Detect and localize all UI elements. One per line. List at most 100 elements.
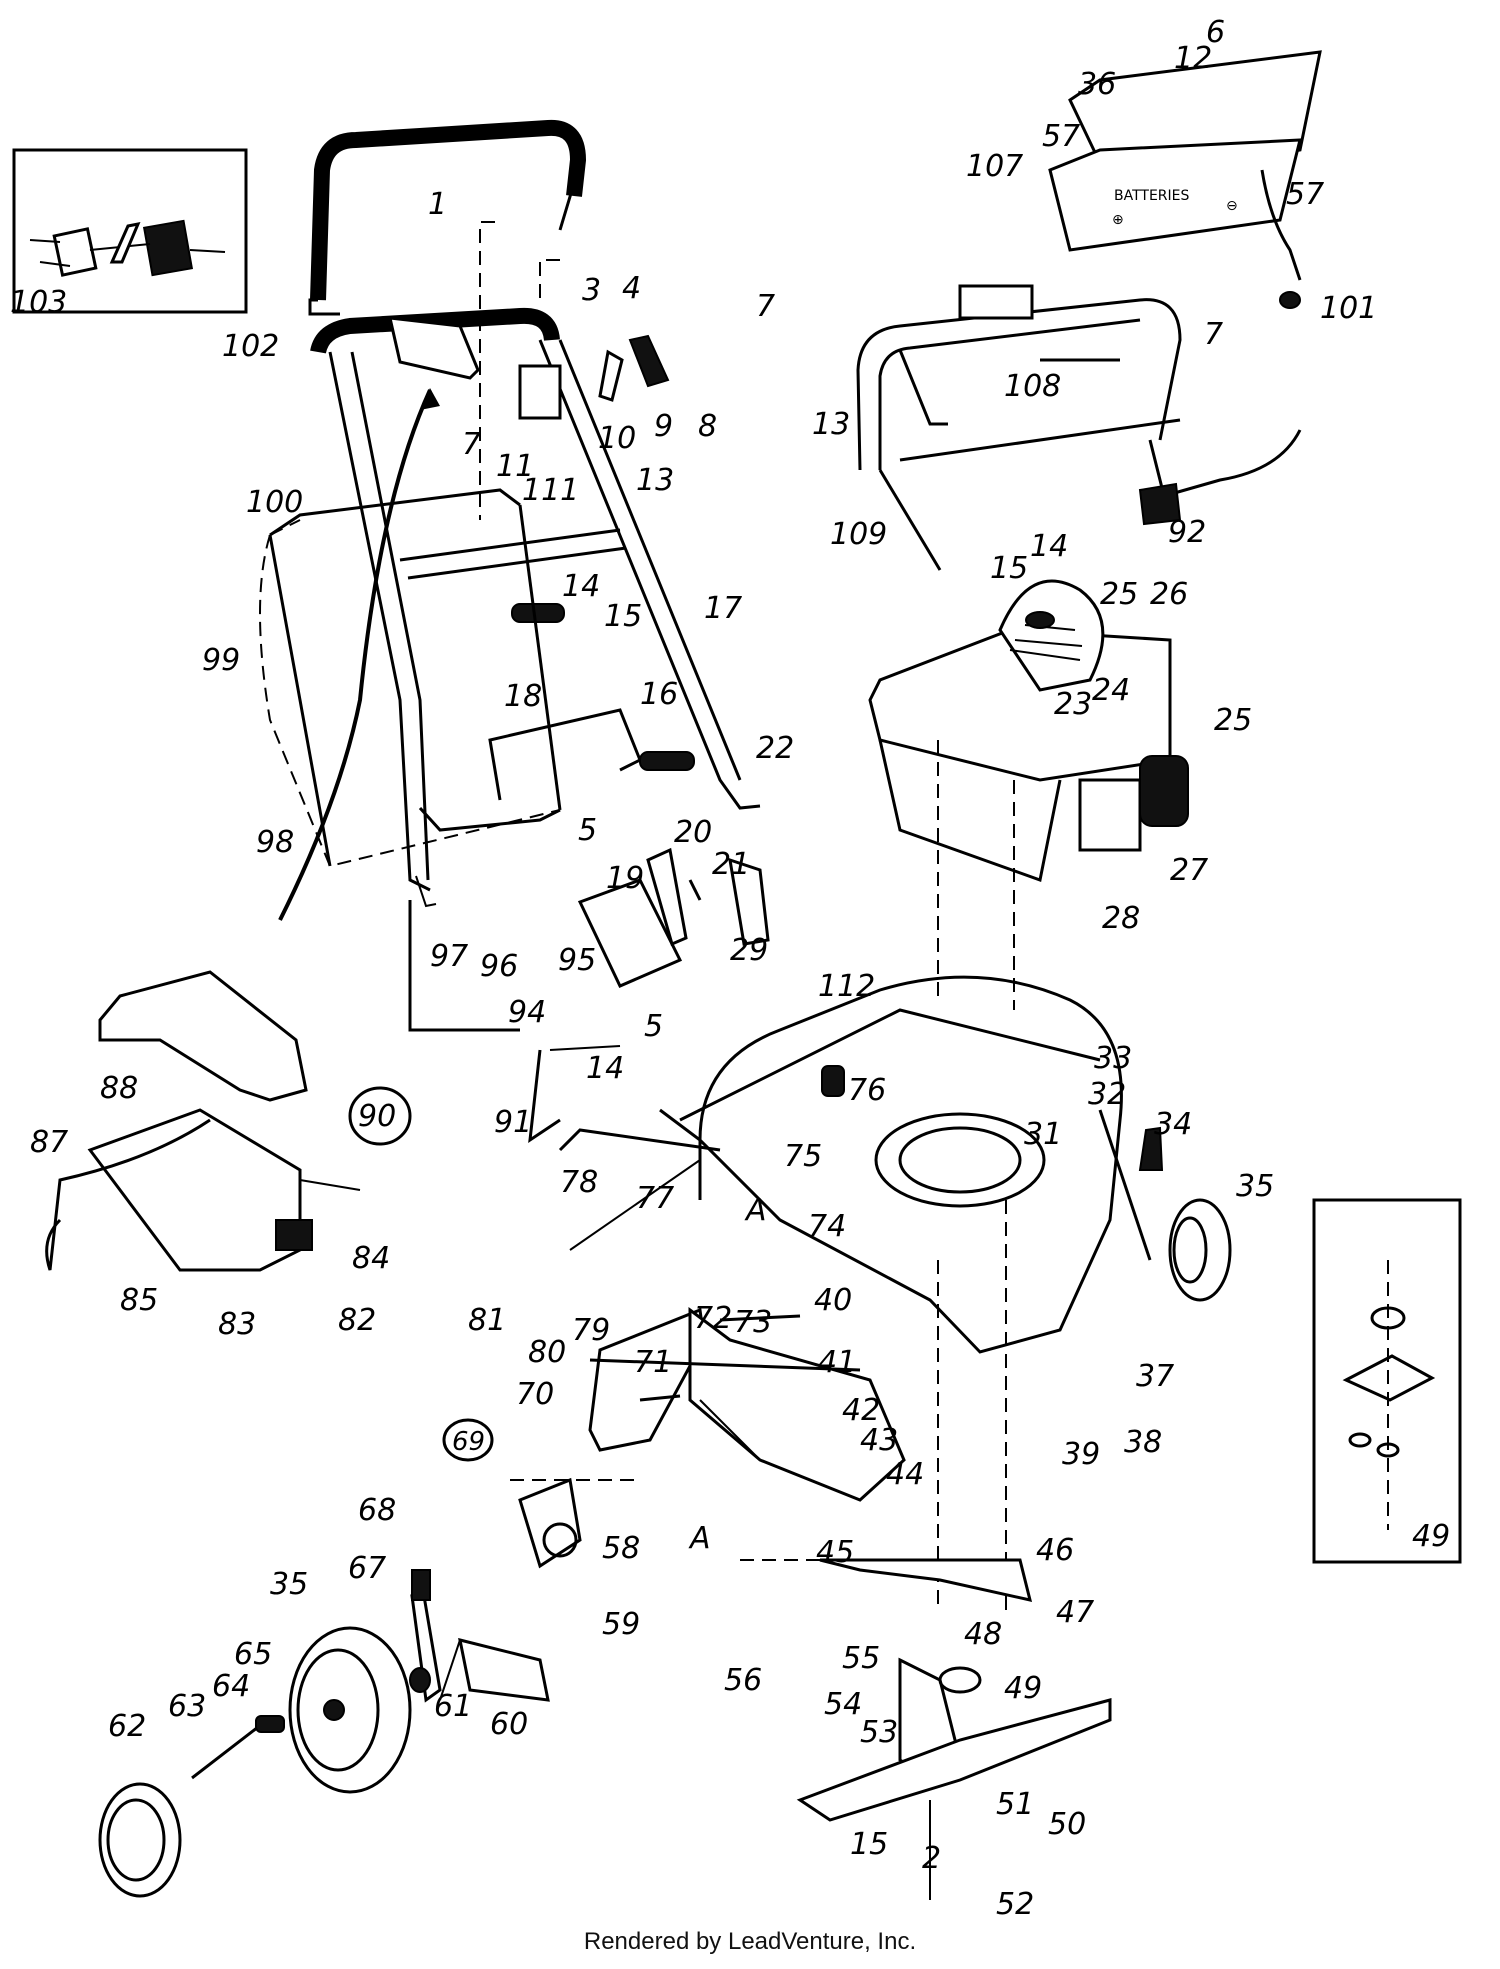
reference-a-1: A	[744, 1193, 767, 1228]
callout-111: 111	[522, 473, 579, 508]
callout-112: 112	[818, 969, 875, 1004]
callout-1: 1	[428, 187, 447, 222]
wheel-right	[1138, 1126, 1232, 1302]
assembly-lines	[510, 1049, 861, 1561]
callout-80: 80	[528, 1335, 566, 1370]
reference-a-2: A	[688, 1521, 711, 1556]
callout-labels: 1 2 3 4 5 5 6 7 7 7 8 9 10 11 12 13 13 1…	[10, 15, 1450, 1922]
height-adjuster	[410, 1477, 582, 1703]
callout-15a: 15	[604, 599, 642, 634]
callout-2: 2	[922, 1841, 941, 1876]
callout-33: 33	[1094, 1041, 1132, 1076]
callout-25a: 25	[1100, 577, 1138, 612]
mower-deck	[659, 740, 1152, 1610]
callout-34: 34	[1154, 1107, 1192, 1142]
callout-20: 20	[674, 815, 712, 850]
callout-102: 102	[222, 329, 279, 364]
callout-79: 79	[572, 1313, 610, 1348]
callout-5b: 5	[644, 1009, 663, 1044]
callout-56: 56	[724, 1663, 762, 1698]
callout-25b: 25	[1214, 703, 1252, 738]
callout-41: 41	[818, 1345, 856, 1380]
callout-87: 87	[30, 1125, 68, 1160]
battery-label: BATTERIES	[1114, 188, 1190, 204]
callout-37: 37	[1136, 1359, 1174, 1394]
callout-78: 78	[560, 1165, 598, 1200]
callout-61: 61	[434, 1689, 472, 1724]
callout-69-circle	[442, 1418, 494, 1462]
callout-17: 17	[704, 591, 742, 626]
callout-68: 68	[358, 1493, 396, 1528]
callout-48: 48	[964, 1617, 1002, 1652]
callout-69: 69	[452, 1427, 485, 1457]
callout-31: 31	[1024, 1117, 1062, 1152]
callout-10: 10	[598, 421, 636, 456]
battery-minus-symbol: ⊖	[1226, 198, 1238, 214]
callout-50: 50	[1048, 1807, 1086, 1842]
blade-assembly	[688, 1307, 1112, 1900]
callout-70: 70	[516, 1377, 554, 1412]
callout-57b: 57	[1286, 177, 1324, 212]
callout-27: 27	[1170, 853, 1208, 888]
battery-plus-symbol: ⊕	[1112, 212, 1124, 228]
callout-81: 81	[468, 1303, 506, 1338]
callout-101: 101	[1320, 291, 1377, 326]
callout-82: 82	[338, 1303, 376, 1338]
callout-42: 42	[842, 1393, 880, 1428]
callout-103: 103	[10, 285, 67, 320]
callout-62: 62	[108, 1709, 146, 1744]
callout-8: 8	[698, 409, 717, 444]
callout-52: 52	[996, 1887, 1034, 1922]
callout-49b: 49	[1412, 1519, 1450, 1554]
callout-75: 75	[784, 1139, 822, 1174]
callout-28: 28	[1102, 901, 1140, 936]
callout-7a: 7	[756, 289, 775, 324]
callout-63: 63	[168, 1689, 206, 1724]
callout-40: 40	[814, 1283, 852, 1318]
callout-21: 21	[712, 847, 750, 882]
callout-84: 84	[352, 1241, 390, 1276]
engine	[868, 579, 1189, 882]
callout-49a: 49	[1004, 1671, 1042, 1706]
callout-96: 96	[480, 949, 518, 984]
footer-credit: Rendered by LeadVenture, Inc.	[583, 1928, 917, 1955]
callout-57a: 57	[1042, 119, 1080, 154]
callout-95: 95	[558, 943, 596, 978]
callout-45: 45	[816, 1535, 854, 1570]
handle-assembly	[278, 119, 761, 921]
callout-65: 65	[234, 1637, 272, 1672]
callout-94: 94	[508, 995, 546, 1030]
callout-43: 43	[860, 1423, 898, 1458]
inset-103	[12, 148, 248, 314]
callout-59: 59	[602, 1607, 640, 1642]
callout-67: 67	[348, 1551, 386, 1586]
callout-14a: 14	[562, 569, 600, 604]
callout-5a: 5	[578, 813, 597, 848]
handle-brackets	[408, 847, 770, 1051]
callout-47: 47	[1056, 1595, 1094, 1630]
callout-15b: 15	[990, 551, 1028, 586]
callout-77: 77	[636, 1181, 674, 1216]
callout-72: 72	[694, 1301, 732, 1336]
callout-9: 9	[654, 409, 673, 444]
callout-88: 88	[100, 1071, 138, 1106]
callout-76: 76	[848, 1073, 886, 1108]
callout-91: 91	[494, 1105, 532, 1140]
callout-11: 11	[496, 449, 534, 484]
callout-24: 24	[1092, 673, 1130, 708]
callout-85: 85	[120, 1283, 158, 1318]
callout-98: 98	[256, 825, 294, 860]
callout-15c: 15	[850, 1827, 888, 1862]
callout-100: 100	[246, 485, 303, 520]
callout-90-circle	[348, 1086, 412, 1146]
callout-64: 64	[212, 1669, 250, 1704]
callout-36: 36	[1078, 67, 1116, 102]
callout-53: 53	[860, 1715, 898, 1750]
callout-60: 60	[490, 1707, 528, 1742]
grass-catcher	[259, 488, 562, 868]
inset-49	[1312, 1198, 1462, 1564]
callout-73: 73	[734, 1305, 772, 1340]
callout-19: 19	[606, 861, 644, 896]
callout-44: 44	[886, 1457, 924, 1492]
